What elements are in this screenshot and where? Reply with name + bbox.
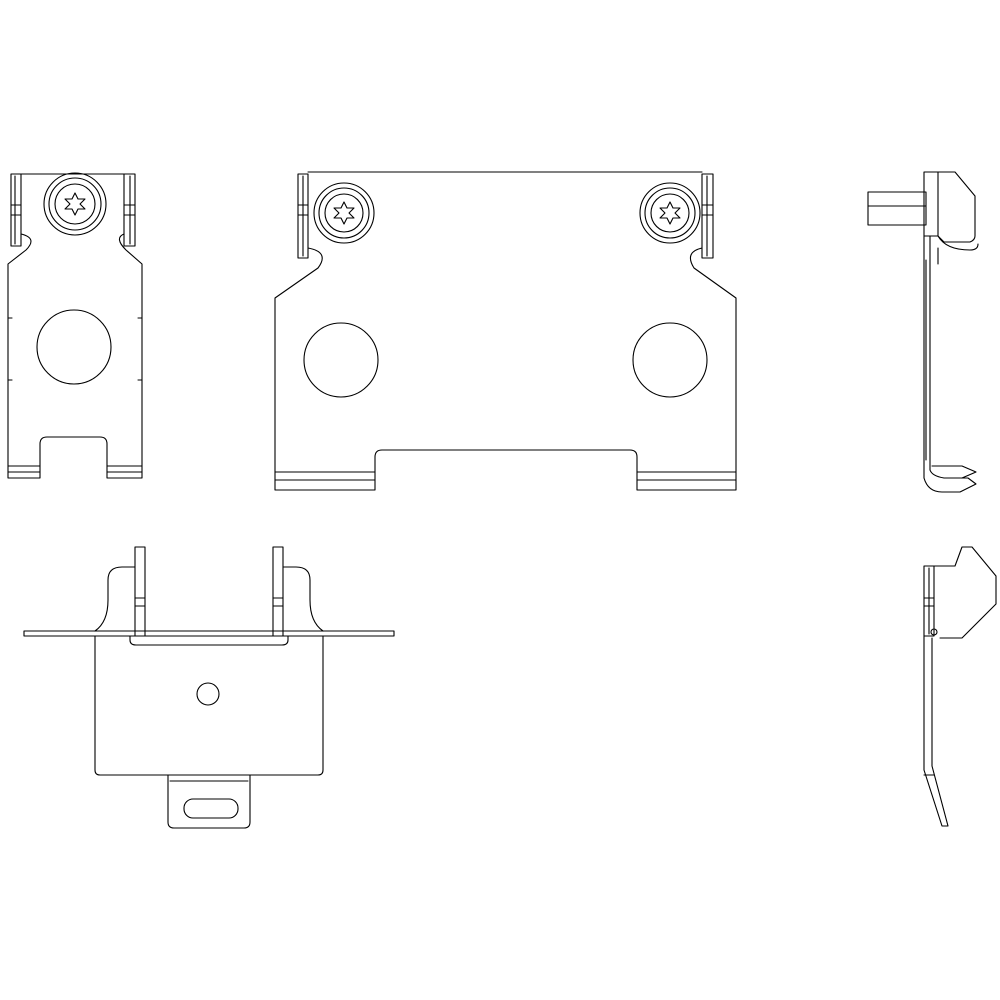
drawing-stroke: [48, 177, 102, 231]
lower-tab: [167, 774, 251, 829]
mounting-hole: [36, 309, 112, 385]
mounting-hole: [303, 322, 379, 398]
drawing-stroke: [923, 469, 977, 493]
plate-outline: [274, 247, 737, 491]
screw-icon: [43, 172, 107, 236]
drawing-stroke: [650, 193, 690, 233]
drawing-stroke: [94, 566, 136, 632]
drawing-stroke: [129, 635, 289, 646]
drawing-stroke: [644, 187, 696, 239]
drawing-stroke: [937, 171, 976, 243]
drawing-stroke: [54, 183, 96, 225]
side-view: [867, 171, 979, 493]
drawing-stroke: [923, 565, 935, 637]
front-view-small: [7, 172, 143, 479]
plate-outline: [7, 233, 143, 479]
drawing-stroke: [318, 187, 370, 239]
right-tab: [701, 173, 714, 259]
drawing-stroke: [937, 235, 979, 251]
drawing-stroke: [923, 171, 939, 237]
right-tab: [123, 173, 136, 247]
hole: [196, 682, 220, 706]
left-tab: [297, 173, 309, 259]
mounting-hole: [632, 322, 708, 398]
front-view-wide: [274, 171, 737, 491]
drawing-stroke: [659, 201, 681, 225]
drawing-stroke: [639, 182, 701, 244]
drawing-stroke: [272, 546, 284, 637]
drawing-stroke: [282, 566, 324, 632]
drawing-stroke: [933, 546, 997, 639]
body-outline: [94, 635, 324, 776]
top-view: [23, 546, 395, 829]
drawing-stroke: [333, 201, 355, 225]
drawing-stroke: [324, 193, 364, 233]
drawing-stroke: [134, 546, 146, 637]
drawing-stroke: [923, 765, 949, 827]
screw-peg: [867, 191, 927, 226]
drawing-stroke: [930, 628, 938, 636]
screw-icon: [639, 182, 701, 244]
slot: [183, 798, 239, 819]
side-view-lower: [923, 546, 997, 827]
drawing-stroke: [313, 182, 375, 244]
drawing-stroke: [931, 465, 977, 479]
left-tab: [10, 173, 22, 247]
drawing-stroke: [23, 630, 395, 637]
drawing-stroke: [43, 172, 107, 236]
drawing-stroke: [64, 192, 86, 216]
screw-icon: [313, 182, 375, 244]
